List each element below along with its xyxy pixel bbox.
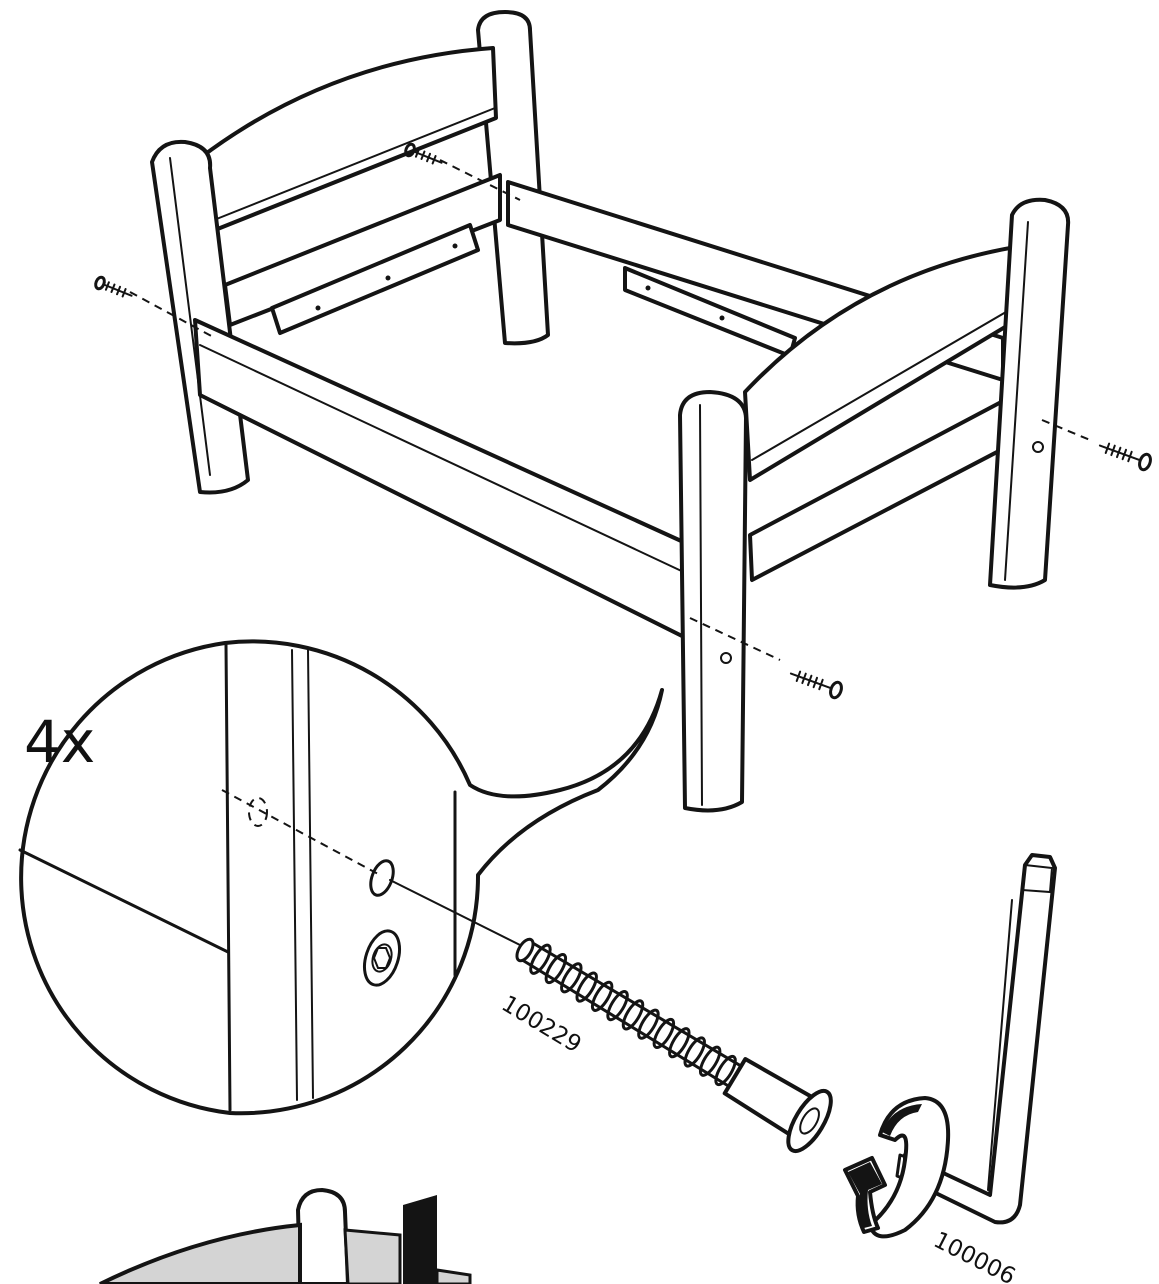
headboard-back (198, 46, 498, 234)
screw-icon (515, 937, 833, 1154)
quantity-label: 4x (24, 708, 95, 776)
callout-bubble (19, 639, 664, 1116)
next-step-preview (99, 1188, 472, 1284)
key-part-number: 100006 (929, 1227, 1019, 1284)
post-front-right (678, 390, 748, 813)
bed-frame (129, 10, 1091, 813)
rail-front-side (193, 318, 692, 642)
screw-part-number: 100229 (497, 991, 586, 1059)
rotate-clockwise-icon (843, 1096, 951, 1239)
post-back-far-right (988, 197, 1071, 590)
screw-icon (94, 142, 1152, 700)
detail-callout (18, 639, 664, 1116)
